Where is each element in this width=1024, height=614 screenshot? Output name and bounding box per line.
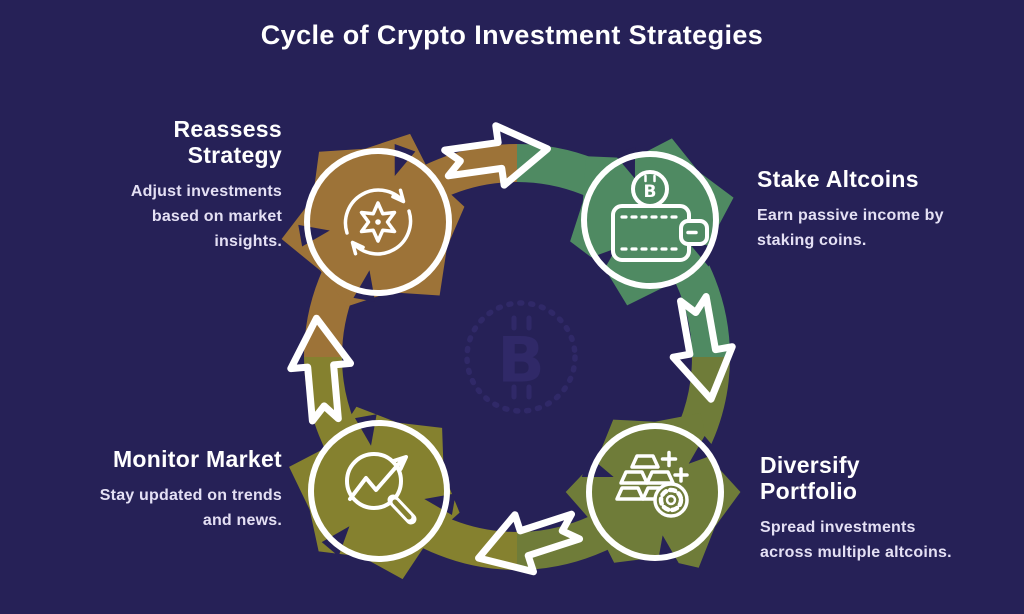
monitor-market-label: Monitor Market Stay updated on trends an…: [22, 446, 282, 534]
stake-altcoins-label: Stake Altcoins Earn passive income by st…: [757, 166, 1007, 254]
monitor-market-title: Monitor Market: [112, 446, 282, 472]
refresh-gear-icon: [343, 188, 413, 256]
reassess-strategy-title: Reassess Strategy: [173, 116, 282, 169]
magnifier-trend-icon: [345, 452, 417, 525]
diversify-portfolio-label: Diversify Portfolio Spread investments a…: [760, 452, 1010, 566]
bitcoin-icon: B: [464, 300, 578, 414]
svg-text:B: B: [497, 324, 544, 397]
reassess-strategy-description: Adjust investments based on market insig…: [130, 183, 282, 251]
stake-altcoins-description: Earn passive income by staking coins.: [757, 207, 944, 250]
node-reassess-strategy: [267, 104, 489, 335]
node-diversify-portfolio: [546, 380, 768, 607]
diversify-portfolio-title: Diversify Portfolio: [760, 452, 860, 505]
node-stake-altcoins: B: [549, 122, 754, 316]
monitor-market-description: Stay updated on trends and news.: [99, 487, 282, 530]
page-title: Cycle of Crypto Investment Strategies: [260, 20, 764, 50]
node-monitor-market: [261, 370, 498, 608]
bitcoin-wallet-icon: B: [611, 170, 709, 262]
svg-text:B: B: [644, 182, 657, 202]
reassess-strategy-label: Reassess Strategy Adjust investments bas…: [22, 116, 282, 255]
diversify-portfolio-description: Spread investments across multiple altco…: [760, 519, 952, 562]
stake-altcoins-title: Stake Altcoins: [757, 166, 919, 192]
gold-bars-coin-icon: [615, 450, 689, 518]
